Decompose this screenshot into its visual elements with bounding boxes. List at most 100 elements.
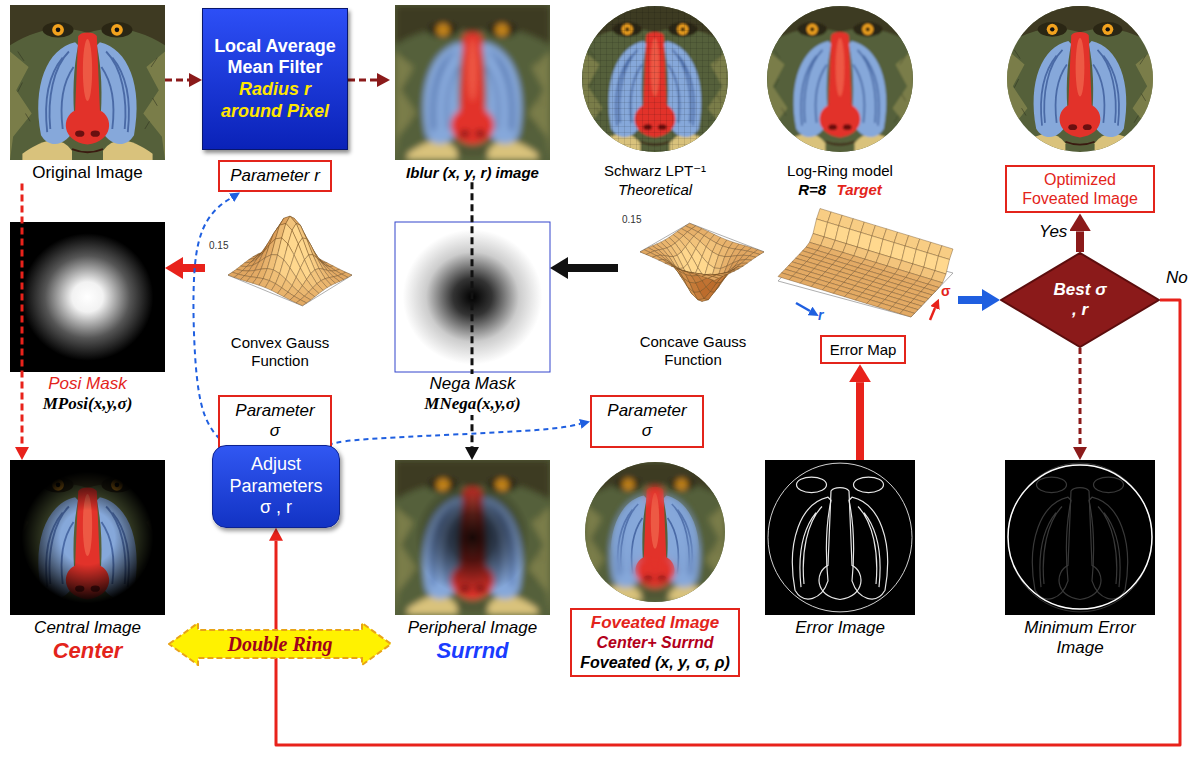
caption: Concave Gauss Function bbox=[618, 333, 768, 369]
node-text: Nega Mask bbox=[427, 374, 519, 394]
text-line: Parameter σ bbox=[228, 401, 322, 442]
surface-plot bbox=[778, 209, 953, 318]
parameter-box: Parameter r bbox=[218, 160, 332, 192]
caption: Central ImageCenter bbox=[10, 618, 165, 665]
node-text: Parameter σ bbox=[600, 401, 694, 442]
log-ring-photo bbox=[767, 6, 913, 152]
caption: Minimum Error Image bbox=[1005, 618, 1155, 659]
connector-arrow bbox=[276, 300, 1180, 745]
image-area bbox=[765, 460, 915, 618]
parameter-box: Parameter σ bbox=[218, 395, 332, 448]
connector-arrow bbox=[568, 264, 618, 272]
parameter-box: Parameter σ bbox=[590, 395, 704, 448]
image-area bbox=[390, 5, 555, 163]
text-line: Double Ring bbox=[227, 632, 332, 656]
node-text: Posi Mask bbox=[45, 374, 129, 394]
node-text: Theoretical bbox=[615, 181, 695, 199]
image-panel: Original Image bbox=[10, 5, 165, 183]
central-photo bbox=[10, 460, 165, 615]
caption: Peripheral ImageSurrnd bbox=[395, 618, 550, 665]
node-text: Central Image bbox=[31, 618, 144, 638]
caption-box: Optimized Foveated Image bbox=[1005, 165, 1155, 213]
image-area bbox=[395, 222, 550, 374]
text-line: Posi Mask bbox=[10, 374, 165, 394]
caption-box: Error Map bbox=[820, 335, 907, 364]
image-area bbox=[395, 460, 550, 618]
text-line: Error Image bbox=[765, 618, 915, 638]
image-panel: Optimized Foveated Image bbox=[1005, 5, 1155, 213]
node-text: Error Map bbox=[830, 341, 897, 359]
image-area bbox=[767, 5, 913, 161]
image-panel: Peripheral ImageSurrnd bbox=[395, 460, 550, 665]
plot-panel: Error Map bbox=[768, 215, 958, 364]
mask-panel: Posi MaskMPosi(x,y,σ) bbox=[10, 222, 165, 415]
connector-arrow bbox=[328, 424, 580, 445]
image-area bbox=[205, 200, 355, 334]
caption: Iblur (x, y, r) image bbox=[390, 163, 555, 182]
double-arrow: Double Ring bbox=[168, 622, 392, 666]
caption: Log-Ring modelR=8Target bbox=[767, 161, 913, 199]
text-line: Radius r around Pixel bbox=[211, 79, 339, 122]
text-line: Local Average Mean Filter bbox=[211, 36, 339, 79]
node-text: Optimized Foveated Image bbox=[1015, 170, 1145, 208]
text-line: Parameter r bbox=[230, 166, 320, 186]
connector-arrow bbox=[958, 296, 982, 304]
image-panel: Log-Ring modelR=8Target bbox=[767, 5, 913, 199]
posi-mask-image bbox=[10, 222, 165, 372]
connector-arrow bbox=[21, 183, 24, 447]
surface-patch bbox=[741, 259, 751, 263]
caption: Original Image bbox=[10, 163, 165, 183]
image-area bbox=[768, 215, 958, 335]
text-line: Peripheral Image bbox=[395, 618, 550, 638]
node-text: Peripheral Image bbox=[405, 618, 540, 638]
surface-patch bbox=[296, 300, 306, 306]
surface-patch bbox=[900, 310, 915, 317]
node-text: Center+ Surrnd bbox=[597, 633, 714, 652]
caption-box: Foveated ImageCenter+ SurrndFoveated (x,… bbox=[570, 608, 740, 677]
text-line: Parameter σ bbox=[600, 401, 694, 442]
text-line: Nega Mask bbox=[395, 374, 550, 394]
node-text: Radius r around Pixel bbox=[211, 79, 339, 122]
image-panel: Foveated ImageCenter+ SurrndFoveated (x,… bbox=[560, 460, 750, 677]
node-text: Convex Gauss Function bbox=[205, 334, 355, 370]
text-line: Concave Gauss Function bbox=[618, 333, 768, 369]
text-line: Original Image bbox=[10, 163, 165, 183]
caption: Convex Gauss Function bbox=[205, 334, 355, 370]
plot-frame bbox=[228, 244, 352, 305]
node-text: Original Image bbox=[29, 163, 146, 183]
tick-label: 0.15 bbox=[622, 214, 641, 226]
caption: Error Image bbox=[765, 618, 915, 638]
optimized-photo bbox=[1007, 6, 1153, 152]
text-line: Minimum Error Image bbox=[1005, 618, 1155, 659]
node-text: MNega(x,y,σ) bbox=[421, 394, 523, 414]
connector-arrow bbox=[1079, 348, 1082, 447]
node-text: Concave Gauss Function bbox=[618, 333, 768, 369]
text-line: Foveated (x, y, σ, ρ) bbox=[580, 653, 730, 672]
image-area bbox=[10, 460, 165, 618]
text-line: Iblur (x, y, r) image bbox=[390, 163, 555, 182]
node-text: Surrnd bbox=[433, 638, 511, 664]
image-area bbox=[10, 222, 165, 374]
surface-patch bbox=[659, 259, 669, 263]
shape-text-area: Best σ , r bbox=[1000, 252, 1160, 348]
image-area bbox=[1005, 5, 1155, 165]
node-text: Minimum Error Image bbox=[1005, 618, 1155, 659]
connector-arrow bbox=[165, 79, 189, 82]
shape-text-area: Double Ring bbox=[168, 622, 392, 666]
node-text: Log-Ring model bbox=[784, 162, 896, 180]
caption: Schwarz LPT⁻¹Theoretical bbox=[582, 161, 728, 199]
image-area bbox=[582, 5, 728, 161]
connector-arrow bbox=[1076, 231, 1084, 252]
plot-panel: Convex Gauss Function bbox=[205, 200, 355, 370]
image-panel: Iblur (x, y, r) image bbox=[390, 5, 555, 182]
node-text: MPosi(x,y,σ) bbox=[40, 394, 136, 414]
process-box: Local Average Mean FilterRadius r around… bbox=[202, 8, 348, 150]
node-text: Error Image bbox=[792, 618, 888, 638]
text-line: Center bbox=[10, 638, 165, 664]
text-line: Error Map bbox=[830, 340, 897, 359]
node-text: Parameter σ bbox=[228, 401, 322, 442]
node-text: Center bbox=[50, 638, 126, 664]
surface-patch bbox=[708, 276, 718, 280]
node-text: Adjust Parameters σ , r bbox=[223, 454, 329, 519]
